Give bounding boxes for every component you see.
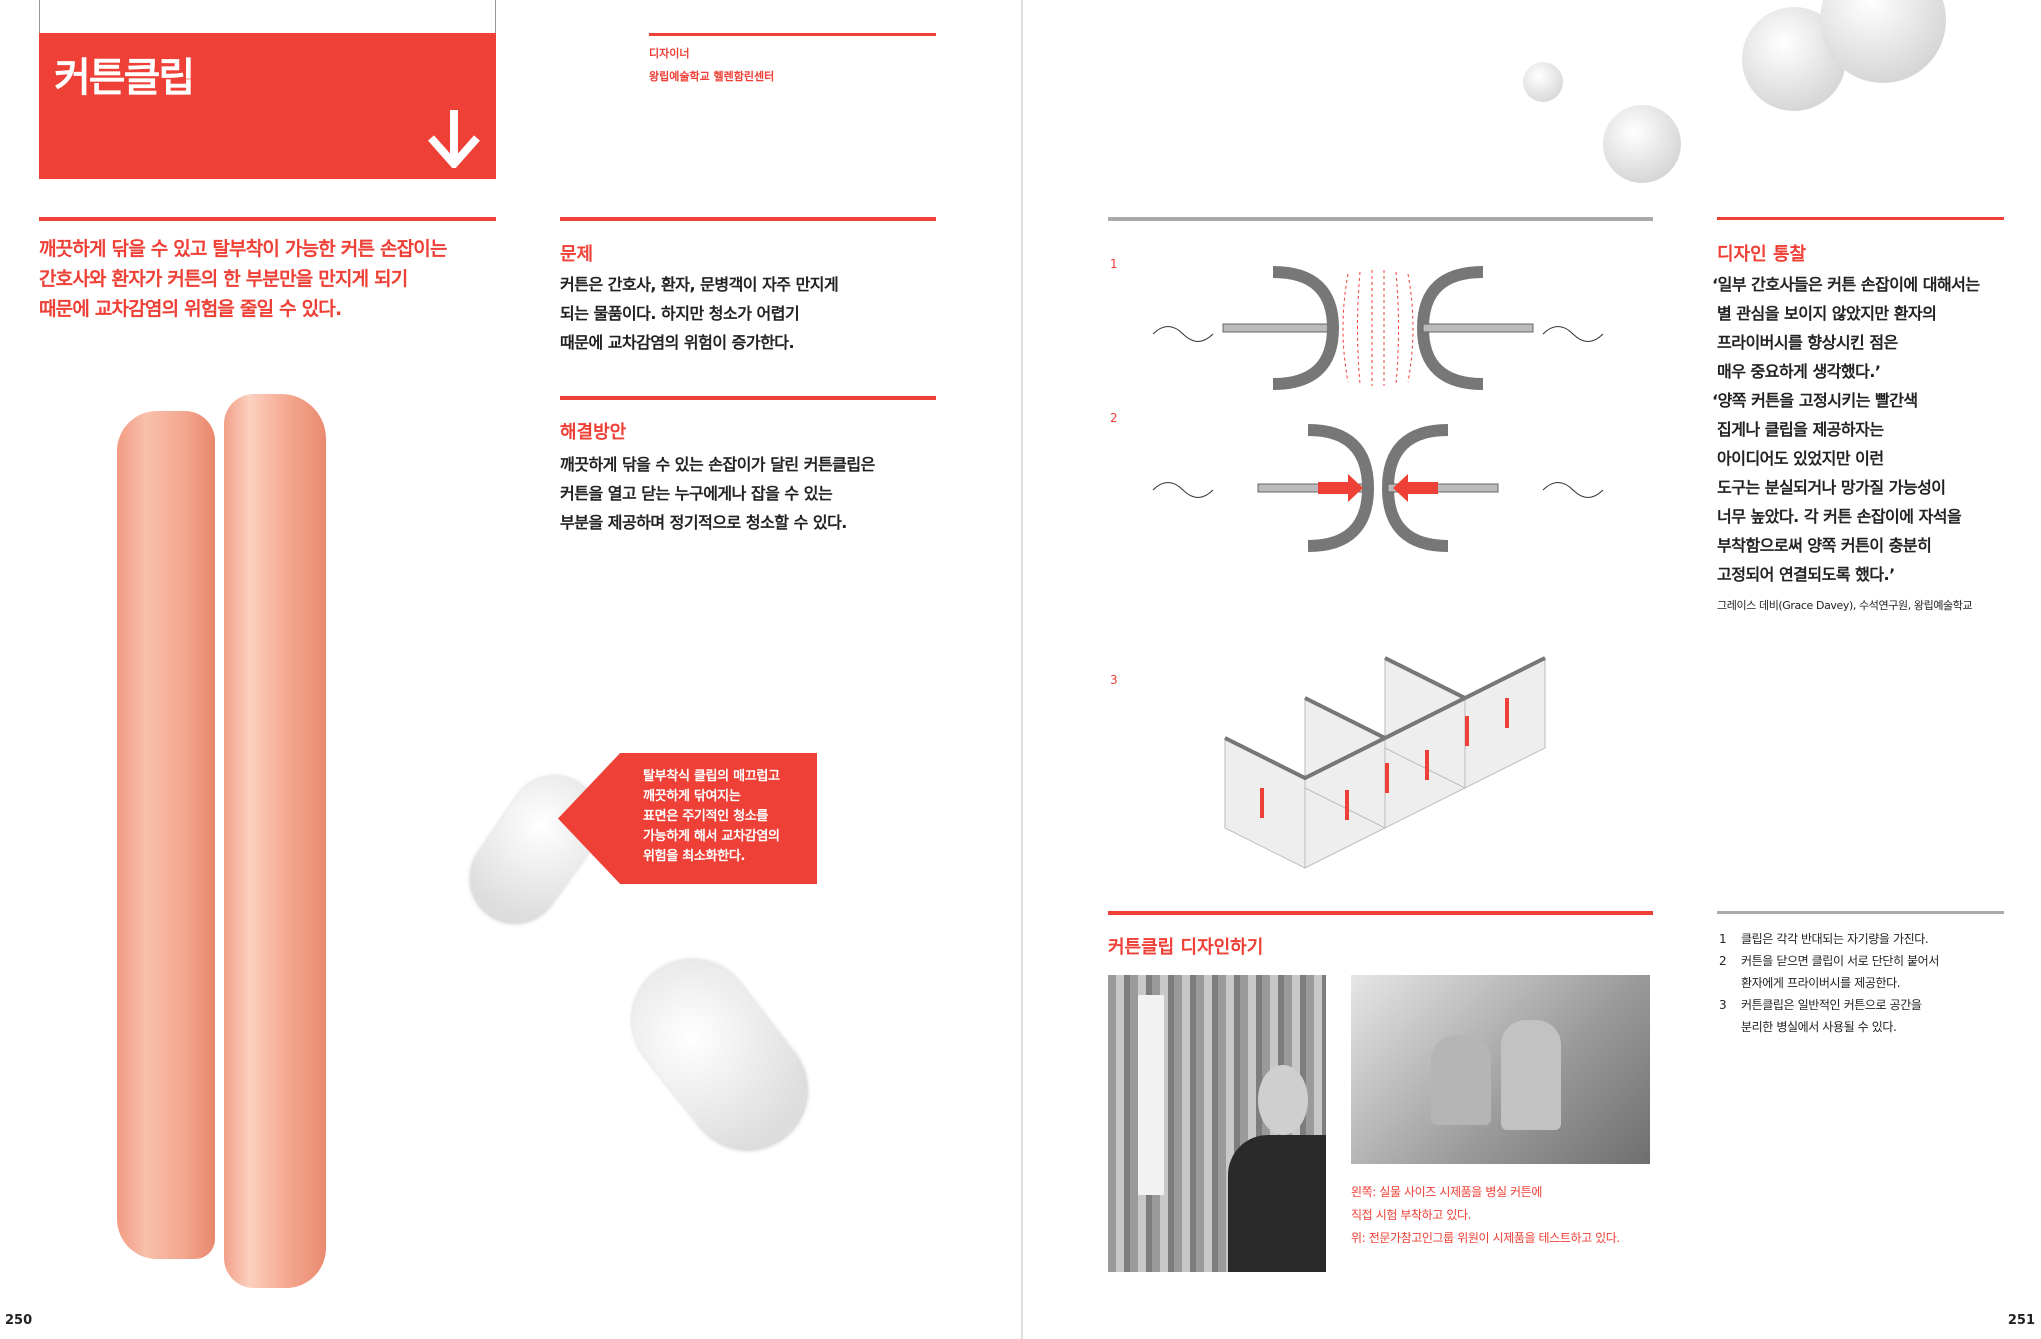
problem-line: 커튼은 간호사, 환자, 문병객이 자주 만지게	[560, 275, 839, 294]
page-number-right: 251	[2007, 1313, 2035, 1328]
quote-line: 별 관심을 보이지 않았지만 환자의	[1717, 304, 1937, 323]
diagram-magnetic-field	[1152, 266, 1604, 390]
quote-line: 너무 높았다. 각 커튼 손잡이에 자석을	[1717, 507, 1962, 526]
lead-rule	[39, 217, 496, 221]
note-number: 2	[1719, 954, 1727, 968]
spine-divider	[1021, 0, 1023, 1339]
person-face	[1258, 1065, 1308, 1135]
designer-label: 디자이너	[649, 47, 690, 60]
design-heading: 커튼클립 디자인하기	[1108, 937, 1264, 958]
page-number-left: 250	[5, 1313, 33, 1328]
lead-text: 깨끗하게 닦을 수 있고 탈부착이 가능한 커튼 손잡이는 간호사와 환자가 커…	[39, 234, 447, 324]
photo-captions: 왼쪽: 실물 사이즈 시제품을 병실 커튼에 직접 시험 부착하고 있다. 위:…	[1351, 1181, 1620, 1250]
quote-line: 프라이버시를 향상시킨 점은	[1717, 333, 1898, 352]
insight-quote: ‘일부 간호사들은 커튼 손잡이에 대해서는 별 관심을 보이지 않았지만 환자…	[1712, 270, 1980, 589]
problem-rule	[560, 217, 936, 221]
title-block: 커튼클립	[39, 33, 496, 179]
foam-piece	[608, 935, 832, 1175]
solution-line: 커튼을 열고 닫는 누구에게나 잡을 수 있는	[560, 484, 833, 503]
callout-line: 깨끗하게 닦여지는	[643, 789, 741, 804]
note-number: 1	[1719, 932, 1727, 946]
note-line: 클립은 각각 반대되는 자기량을 가진다.	[1741, 932, 1929, 946]
quote-line: 도구는 분실되거나 망가질 가능성이	[1717, 478, 1946, 497]
lead-line: 간호사와 환자가 커튼의 한 부분만을 만지게 되기	[39, 268, 408, 290]
quote-line: ‘일부 간호사들은 커튼 손잡이에 대해서는	[1712, 275, 1980, 294]
designer-rule	[649, 33, 936, 36]
curtain-clip-left-half	[117, 411, 215, 1259]
callout-line: 탈부착식 클립의 매끄럽고	[643, 769, 780, 784]
prototype-clip	[1431, 1035, 1491, 1125]
solution-text: 깨끗하게 닦을 수 있는 손잡이가 달린 커튼클립은 커튼을 열고 닫는 누구에…	[560, 450, 875, 537]
photo-prototype-test	[1351, 975, 1650, 1164]
caption-line: 왼쪽: 실물 사이즈 시제품을 병실 커튼에	[1351, 1185, 1542, 1199]
quote-line: 아이디어도 있었지만 이런	[1717, 449, 1884, 468]
prototype-clip	[1138, 995, 1164, 1195]
quote-line: 집게나 클립을 제공하자는	[1717, 420, 1884, 439]
title-frame-top	[39, 0, 496, 34]
solution-heading: 해결방안	[560, 422, 627, 443]
quote-attribution: 그레이스 데비(Grace Davey), 수석연구원, 왕립예술학교	[1717, 599, 1973, 612]
problem-line: 때문에 교차감염의 위험이 증가한다.	[560, 333, 795, 352]
magnet-sphere	[1523, 62, 1563, 102]
diagram-rule	[1108, 217, 1653, 221]
callout-box: 탈부착식 클립의 매끄럽고 깨끗하게 닦여지는 표면은 주기적인 청소를 가능하…	[558, 753, 817, 884]
diagram-notes: 1 클립은 각각 반대되는 자기량을 가진다. 2 커튼을 닫으면 클립이 서로 단…	[1719, 928, 1939, 1038]
lead-line: 때문에 교차감염의 위험을 줄일 수 있다.	[39, 298, 342, 320]
design-rule	[1108, 911, 1653, 915]
insight-rule	[1717, 217, 2004, 220]
diagram-label-2: 2	[1110, 411, 1118, 425]
quote-line: ‘양쪽 커튼을 고정시키는 빨간색	[1712, 391, 1918, 410]
solution-line: 깨끗하게 닦을 수 있는 손잡이가 달린 커튼클립은	[560, 455, 875, 474]
problem-text: 커튼은 간호사, 환자, 문병객이 자주 만지게 되는 물품이다. 하지만 청소…	[560, 270, 839, 357]
page-title: 커튼클립	[54, 55, 195, 101]
callout-line: 위험을 최소화한다.	[643, 849, 746, 864]
magnet-sphere	[1603, 105, 1681, 183]
diagram-clips-attached	[1152, 424, 1604, 552]
quote-line: 매우 중요하게 생각했다.’	[1717, 362, 1881, 381]
callout-line: 가능하게 해서 교차감염의	[643, 829, 780, 844]
lead-line: 깨끗하게 닦을 수 있고 탈부착이 가능한 커튼 손잡이는	[39, 238, 447, 260]
problem-heading: 문제	[560, 244, 594, 265]
solution-rule	[560, 396, 936, 400]
prototype-clip	[1501, 1020, 1561, 1130]
note-line: 분리한 병실에서 사용될 수 있다.	[1741, 1020, 1897, 1034]
note-line: 커튼을 닫으면 클립이 서로 단단히 붙어서	[1741, 954, 1939, 968]
problem-line: 되는 물품이다. 하지만 청소가 어렵기	[560, 304, 800, 323]
curtain-clip-right-half	[224, 394, 326, 1288]
callout-text: 탈부착식 클립의 매끄럽고 깨끗하게 닦여지는 표면은 주기적인 청소를 가능하…	[643, 767, 780, 867]
diagram-ward-curtains	[1224, 656, 1546, 869]
notes-rule	[1717, 911, 2004, 914]
solution-line: 부분을 제공하며 정기적으로 청소할 수 있다.	[560, 513, 847, 532]
arrow-down-icon	[428, 110, 480, 168]
callout-line: 표면은 주기적인 청소를	[643, 809, 769, 824]
photo-curtain-test	[1108, 975, 1326, 1272]
diagram-label-3: 3	[1110, 673, 1118, 687]
insight-heading: 디자인 통찰	[1717, 244, 1807, 265]
quote-line: 부착함으로써 양쪽 커튼이 충분히	[1717, 536, 1932, 555]
note-line: 커튼클립은 일반적인 커튼으로 공간을	[1741, 998, 1922, 1012]
note-item: 1 클립은 각각 반대되는 자기량을 가진다.	[1719, 928, 1939, 950]
quote-line: 고정되어 연결되도록 했다.’	[1717, 565, 1895, 584]
note-line: 환자에게 프라이버시를 제공한다.	[1741, 976, 1901, 990]
caption-line: 위: 전문가참고인그룹 위원이 시제품을 테스트하고 있다.	[1351, 1231, 1620, 1245]
caption-line: 직접 시험 부착하고 있다.	[1351, 1208, 1472, 1222]
note-number: 3	[1719, 998, 1727, 1012]
designer-name: 왕립예술학교 헬렌함린센터	[649, 70, 775, 83]
person	[1228, 1135, 1326, 1272]
diagram-label-1: 1	[1110, 257, 1118, 271]
